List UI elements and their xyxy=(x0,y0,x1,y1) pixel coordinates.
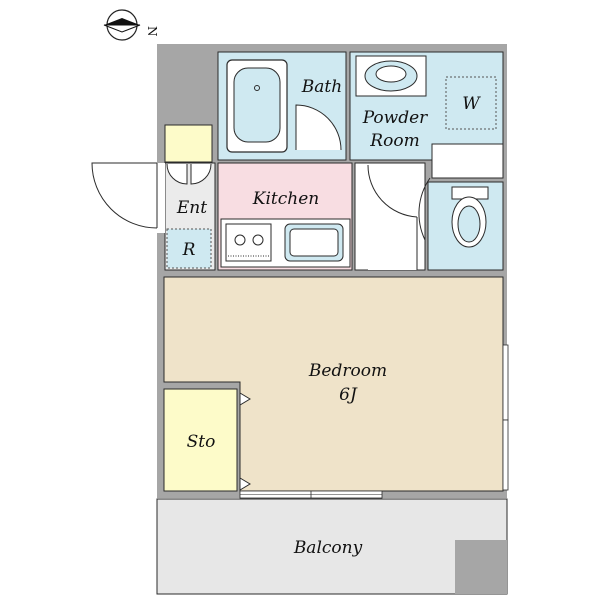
hall-door-swing-icon xyxy=(367,165,417,270)
bath-label: Bath xyxy=(301,77,342,97)
storage-door-marker-icon xyxy=(239,392,251,406)
bedroom-size-label: 6J xyxy=(339,385,358,405)
north-label: N xyxy=(145,26,159,37)
bath-door-swing-icon xyxy=(295,104,342,151)
kitchen-counter xyxy=(220,218,351,268)
refrigerator-space xyxy=(166,228,212,269)
bedroom-label: Bedroom xyxy=(308,361,387,381)
entrance-door-icon xyxy=(91,162,165,233)
balcony-label: Balcony xyxy=(293,538,363,558)
storage-label: Sto xyxy=(187,432,216,452)
refrigerator-label: R xyxy=(182,240,196,260)
washer-label: W xyxy=(462,94,481,114)
washer-space xyxy=(445,76,497,130)
storage-door-marker-icon xyxy=(239,477,251,491)
balcony-corner-block xyxy=(455,540,507,594)
hall-door-arc xyxy=(367,164,418,218)
balcony-sliding-door xyxy=(239,490,383,499)
kitchen-label: Kitchen xyxy=(252,189,319,209)
shoe-box xyxy=(164,124,213,163)
toilet-icon xyxy=(451,186,489,248)
bathtub-icon xyxy=(226,59,288,153)
powder-door-swing-icon xyxy=(418,177,431,241)
balcony-area xyxy=(156,498,508,595)
powder-room-label-line2: Room xyxy=(369,131,419,151)
sink-icon xyxy=(355,55,427,97)
side-window xyxy=(502,344,509,491)
closet-box xyxy=(431,143,504,179)
shoe-cabinet-doors-icon xyxy=(166,163,212,185)
north-arrow-icon xyxy=(103,9,141,41)
entrance-label: Ent xyxy=(176,198,207,218)
powder-room-label-line1: Powder xyxy=(362,108,428,128)
storage-room xyxy=(163,388,238,492)
